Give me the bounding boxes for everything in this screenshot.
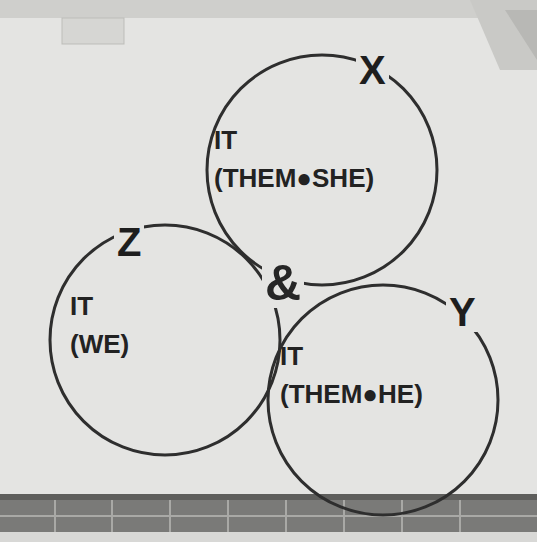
circle-text: IT (THEM●HE): [280, 338, 423, 413]
circle-letter: Y: [446, 292, 479, 332]
circle-letter: X: [356, 50, 389, 90]
circle-text: IT (WE): [70, 288, 129, 363]
circle-node: Y IT (THEM●HE): [266, 283, 500, 517]
circle-node: Z IT (WE): [48, 223, 282, 457]
ampersand-label: &: [262, 258, 304, 308]
circle-text: IT (THEM●SHE): [214, 122, 374, 197]
circle-letter: Z: [114, 222, 144, 262]
